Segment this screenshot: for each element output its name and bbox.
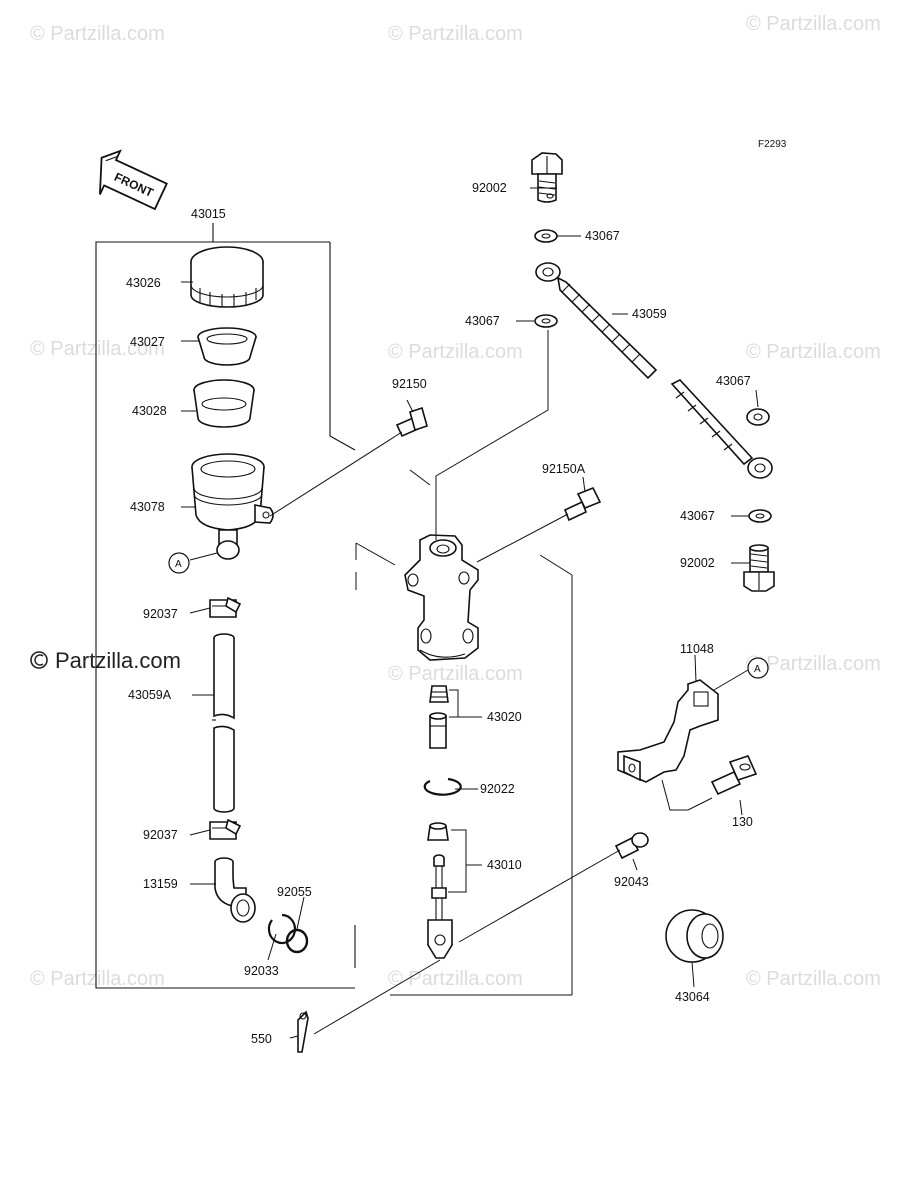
part-label-11048[interactable]: 11048 (680, 642, 714, 656)
bracket[interactable] (617, 679, 719, 783)
o-ring[interactable] (285, 928, 309, 954)
banjo-bolt-lower[interactable] (743, 544, 775, 592)
watermark-text: © Partzilla.com (30, 968, 165, 990)
brake-hose[interactable] (535, 262, 773, 479)
part-label-92150[interactable]: 92150 (392, 377, 427, 391)
hose-clamp-upper[interactable] (209, 596, 242, 618)
part-label-43067-3[interactable]: 43067 (716, 374, 751, 388)
watermark-text: © Partzilla.com (746, 341, 881, 363)
reservoir-cap[interactable] (190, 246, 264, 308)
part-label-92055[interactable]: 92055 (277, 885, 312, 899)
center-frame (355, 469, 573, 996)
watermark-text: © Partzilla.com (30, 338, 165, 360)
front-arrow-icon: FRONT (99, 149, 168, 211)
snap-ring[interactable] (423, 777, 462, 796)
part-label-550[interactable]: 550 (251, 1032, 272, 1046)
circlip[interactable] (267, 913, 297, 945)
callout-a-label: A (175, 559, 182, 570)
master-cylinder-frame (95, 223, 356, 989)
bolt-upper[interactable] (395, 406, 428, 438)
part-label-43015[interactable]: 43015 (191, 207, 226, 221)
callout-a-label: A (754, 664, 761, 675)
part-label-43026[interactable]: 43026 (126, 276, 161, 290)
part-label-92037-upper[interactable]: 92037 (143, 607, 178, 621)
part-label-43059A[interactable]: 43059A (128, 688, 172, 702)
copyright-c-stroke (34, 654, 44, 666)
push-rod[interactable] (427, 822, 453, 959)
piston-cup[interactable] (429, 685, 449, 749)
part-label-43067-2[interactable]: 43067 (465, 314, 500, 328)
bracket-bolt[interactable] (710, 755, 758, 796)
part-label-13159[interactable]: 13159 (143, 877, 178, 891)
diaphragm-plate[interactable] (197, 327, 257, 366)
part-label-43078[interactable]: 43078 (130, 500, 165, 514)
watermark-layer: © Partzilla.com © Partzilla.com © Partzi… (30, 13, 881, 990)
grommet[interactable] (665, 909, 724, 963)
bolt-mount[interactable] (563, 486, 602, 522)
clevis-pin[interactable] (614, 832, 649, 860)
callout-a-left: A (168, 552, 190, 574)
figure-code: F2293 (758, 139, 787, 150)
watermark-text: © Partzilla.com (388, 968, 523, 990)
part-label-130[interactable]: 130 (732, 815, 753, 829)
reservoir-hose[interactable] (212, 633, 235, 813)
hose-clamp-lower[interactable] (209, 818, 242, 840)
part-label-92037-lower[interactable]: 92037 (143, 828, 178, 842)
banjo-bolt-upper[interactable] (531, 152, 563, 203)
part-label-43064[interactable]: 43064 (675, 990, 710, 1004)
part-label-43067-4[interactable]: 43067 (680, 509, 715, 523)
part-labels: 43015 43026 43027 43028 43078 92037 4305… (126, 181, 753, 1046)
leader-lines (181, 187, 759, 1039)
watermark-text: © Partzilla.com (746, 968, 881, 990)
brand-watermark: Partzilla.com (30, 648, 181, 673)
washer-1[interactable] (534, 229, 558, 243)
callout-a-right: A (747, 657, 769, 679)
part-label-43067-1[interactable]: 43067 (585, 229, 620, 243)
reservoir[interactable] (191, 453, 274, 560)
part-label-92043[interactable]: 92043 (614, 875, 649, 889)
copyright-icon (30, 651, 48, 669)
watermark-text: © Partzilla.com (746, 13, 881, 35)
brand-watermark-text: Partzilla.com (55, 648, 181, 673)
part-label-43010[interactable]: 43010 (487, 858, 522, 872)
washer-4[interactable] (748, 509, 772, 523)
watermark-text: © Partzilla.com (388, 341, 523, 363)
diaphragm[interactable] (193, 379, 255, 428)
washer-3[interactable] (746, 408, 770, 426)
elbow-fitting[interactable] (214, 857, 256, 923)
part-label-43028[interactable]: 43028 (132, 404, 167, 418)
watermark-text: © Partzilla.com (30, 23, 165, 45)
watermark-text: © Partzilla.com (388, 663, 523, 685)
watermark-text: © Partzilla.com (388, 23, 523, 45)
part-label-43020[interactable]: 43020 (487, 710, 522, 724)
master-cylinder-body[interactable] (404, 534, 479, 661)
part-label-92033[interactable]: 92033 (244, 964, 279, 978)
part-label-43027[interactable]: 43027 (130, 335, 165, 349)
cotter-pin[interactable] (297, 1010, 309, 1053)
part-label-92002-lower[interactable]: 92002 (680, 556, 715, 570)
part-label-92150A[interactable]: 92150A (542, 462, 586, 476)
part-label-92022[interactable]: 92022 (480, 782, 515, 796)
part-label-92002-upper[interactable]: 92002 (472, 181, 507, 195)
part-label-43059[interactable]: 43059 (632, 307, 667, 321)
washer-2[interactable] (534, 314, 558, 328)
watermark-text: © Partzilla.com (746, 653, 881, 675)
